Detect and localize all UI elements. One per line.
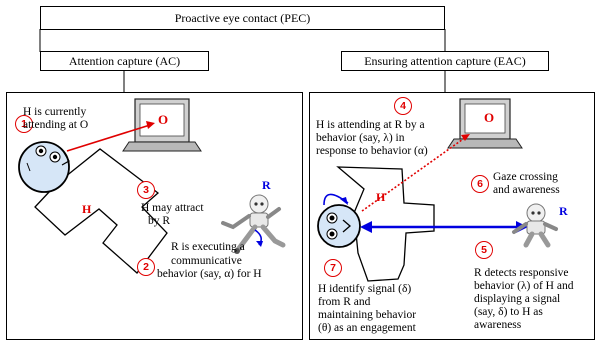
- step-2-text: R is executing a communicative behavior …: [157, 241, 262, 282]
- step-5-line: (say, δ) to H as: [474, 306, 543, 318]
- object-label: O: [484, 110, 495, 125]
- right-panel-header: Ensuring attention capture (EAC): [341, 51, 549, 71]
- previous-gaze-dotted: [361, 136, 467, 212]
- right-panel: 4 H is attending at R by a behavior (say…: [309, 92, 595, 340]
- left-panel: 1 H is currently attending at O O H 3 H …: [6, 92, 303, 340]
- laptop-icon: [122, 98, 202, 152]
- step-7-text: H identify signal (δ) from R and maintai…: [318, 283, 416, 335]
- right-panel-graphics: [317, 98, 558, 282]
- step-3-line: by R: [148, 215, 171, 227]
- human-head-icon: [317, 204, 361, 248]
- step-5-line: awareness: [474, 319, 522, 331]
- step-3-line: H may attract: [141, 202, 204, 214]
- step-7-line: (θ) as an engagement: [318, 322, 416, 334]
- step-4-text: H is attending at R by a behavior (say, …: [316, 119, 428, 158]
- step-1-line: attending at O: [23, 119, 89, 131]
- step-6-text: Gaze crossing and awareness: [493, 171, 560, 197]
- step-7-line: maintaining behavior: [318, 309, 417, 321]
- step-6-badge: 6: [471, 175, 489, 193]
- robot-icon: [512, 203, 558, 248]
- step-7-badge: 7: [324, 259, 342, 277]
- human-body-outline: [34, 148, 168, 274]
- step-4-line: behavior (say, λ) in: [316, 132, 405, 144]
- step-5-text: R detects responsive behavior (λ) of H a…: [474, 267, 573, 332]
- human-label: H: [82, 202, 92, 216]
- step-5-badge: 5: [475, 241, 493, 259]
- human-head-icon: [18, 141, 70, 193]
- step-7-line: H identify signal (δ): [318, 283, 412, 295]
- robot-icon: [221, 194, 286, 254]
- step-2-line: R is executing a: [171, 241, 245, 253]
- robot-label: R: [559, 204, 568, 218]
- step-1-text: H is currently attending at O: [23, 106, 88, 132]
- step-3-text: H may attract by R: [141, 202, 204, 228]
- step-2-badge: 2: [137, 258, 155, 276]
- step-1-line: H is currently: [23, 106, 87, 118]
- step-4-badge: 4: [394, 97, 412, 115]
- step-6-line: and awareness: [493, 184, 560, 196]
- gaze-arrow-red: [66, 124, 151, 152]
- step-3-badge: 3: [137, 181, 155, 199]
- left-panel-header: Attention capture (AC): [40, 51, 209, 71]
- left-panel-graphics: [18, 98, 286, 274]
- human-label: H: [376, 190, 386, 204]
- step-4-line: response to behavior (α): [316, 145, 428, 157]
- step-2-line: behavior (say, α) for H: [157, 268, 262, 280]
- step-4-line: H is attending at R by a: [316, 119, 425, 131]
- robot-label: R: [262, 178, 271, 192]
- step-2-line: communicative: [171, 254, 242, 267]
- object-label: O: [158, 112, 169, 127]
- step-1-badge: 1: [15, 115, 33, 133]
- step-5-line: R detects responsive: [474, 267, 569, 279]
- step-5-line: displaying a signal: [474, 293, 561, 305]
- page-title: Proactive eye contact (PEC): [40, 6, 445, 30]
- step-7-line: from R and: [318, 296, 371, 308]
- step-5-line: behavior (λ) of H and: [474, 280, 574, 292]
- step-6-line: Gaze crossing: [493, 171, 558, 183]
- gaze-arrowhead-red: [146, 121, 155, 129]
- laptop-icon: [447, 98, 523, 149]
